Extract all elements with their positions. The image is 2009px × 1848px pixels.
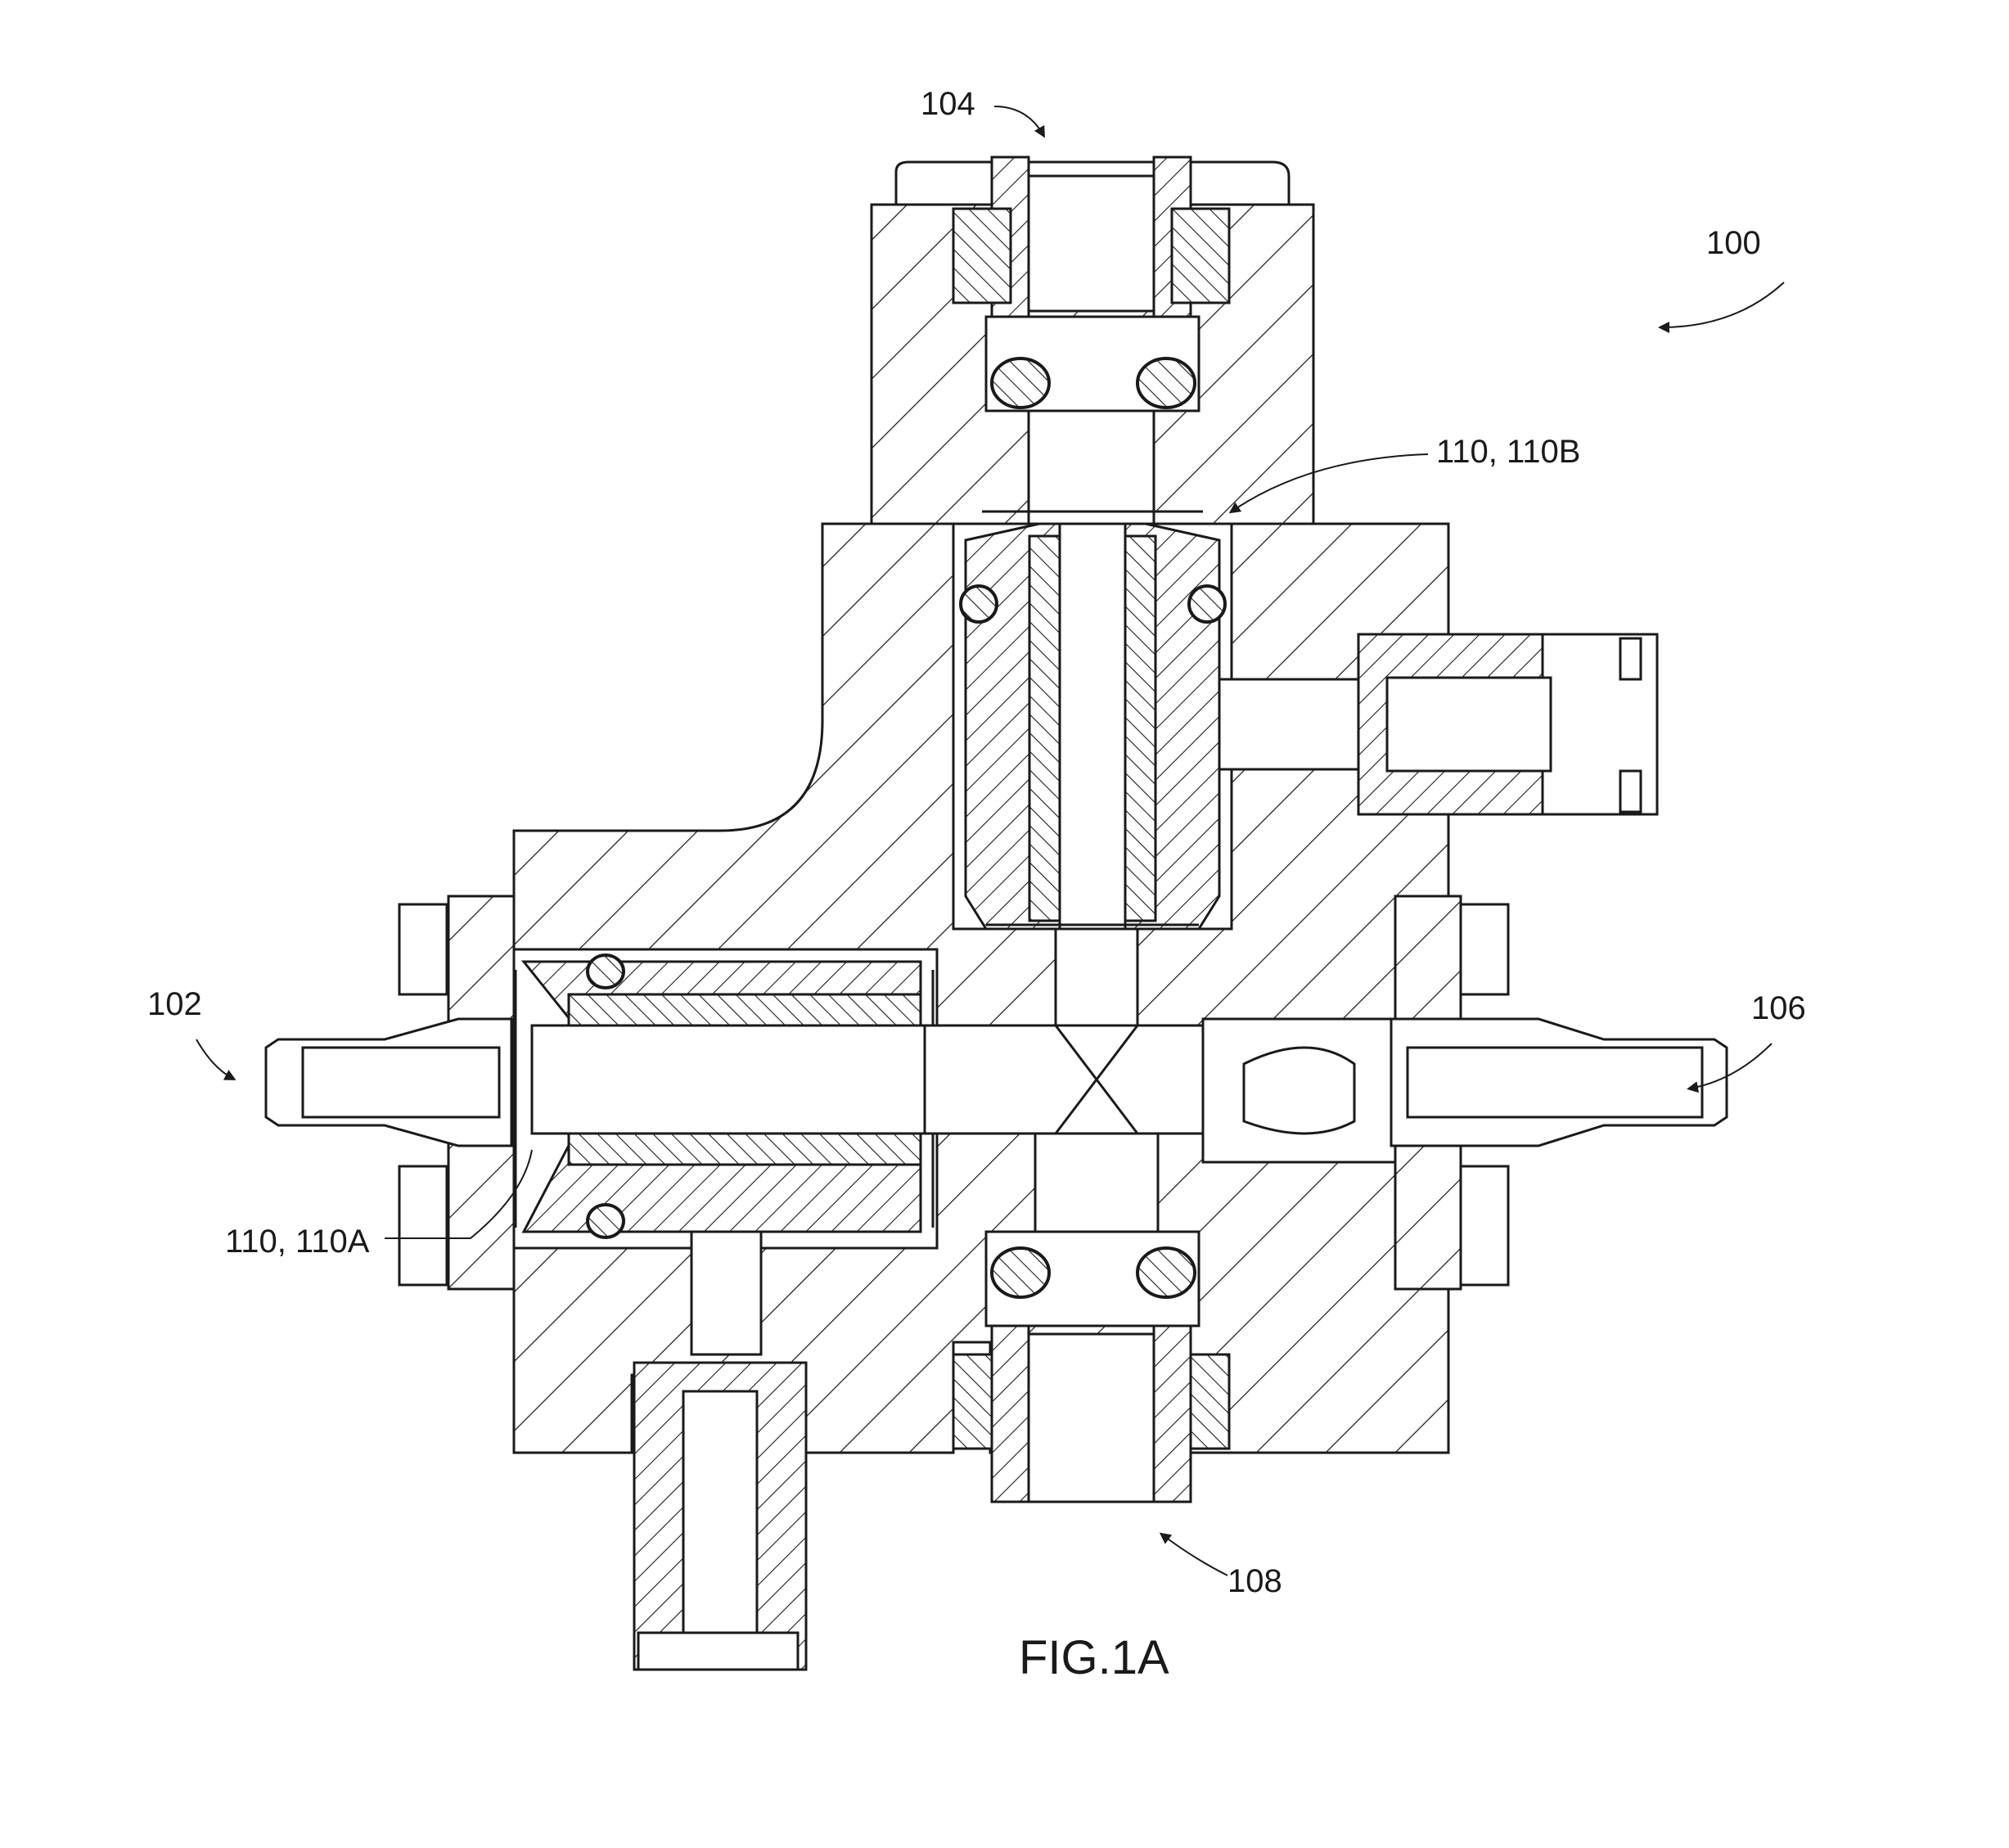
right-upper-port (1218, 633, 1659, 816)
label-108: 108 (1227, 1563, 1282, 1599)
top-port-104 (870, 156, 1315, 525)
left-lower-stem (633, 1230, 808, 1671)
label-104: 104 (921, 86, 975, 122)
leader-lines (196, 106, 1785, 1576)
bottom-port-108 (952, 1230, 1231, 1503)
right-port-106 (1201, 895, 1728, 1291)
label-106: 106 (1751, 990, 1806, 1026)
valve-cartridge-110b (952, 510, 1233, 931)
left-port-102 (264, 895, 516, 1291)
valve-cartridge-110a (510, 948, 939, 1250)
label-102: 102 (147, 986, 202, 1022)
reference-labels: 104 100 110, 110B 102 106 110, 110A 108 … (147, 86, 1806, 1684)
central-flow-paths (923, 927, 1209, 1233)
label-100: 100 (1706, 225, 1761, 261)
label-110b: 110, 110B (1436, 434, 1580, 470)
label-110a: 110, 110A (225, 1224, 370, 1260)
figure-caption: FIG.1A (1019, 1631, 1169, 1684)
